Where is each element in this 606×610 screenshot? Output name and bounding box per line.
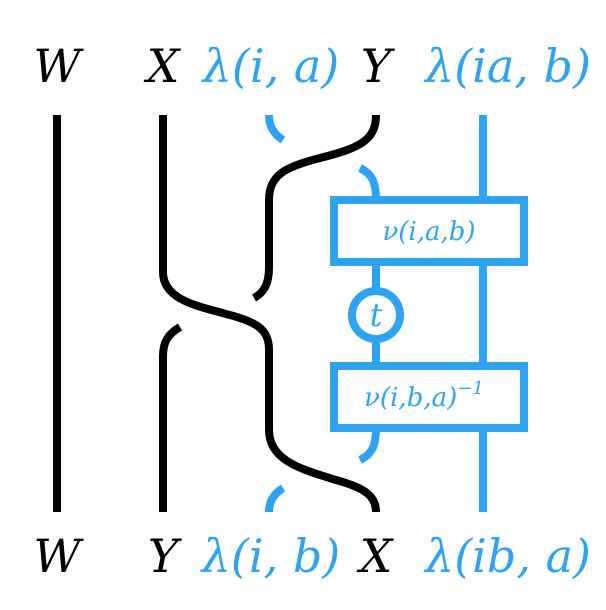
strand-y-lower — [159, 323, 183, 512]
bottom-label-y: Y — [148, 529, 183, 583]
strand-lambda-i-b-mid — [358, 427, 380, 464]
strand-lambda-i-b-bottom — [265, 484, 286, 513]
nu-upper-label: ν(i,a,b) — [382, 217, 475, 247]
strand-x — [159, 115, 380, 513]
nu-lower-exponent: −1 — [457, 378, 484, 399]
top-label-x: X — [144, 39, 182, 93]
bottom-label-w: W — [33, 529, 84, 583]
bottom-label-lambda-i-b: λ(i, b) — [200, 529, 340, 583]
strand-lambda-i-a-mid — [358, 164, 380, 201]
nu-upper-box: ν(i,a,b) — [330, 196, 528, 266]
top-label-lambda-i-a: λ(i, a) — [201, 39, 339, 93]
t-node: t — [348, 287, 404, 343]
strand-y-upper — [251, 114, 380, 302]
top-label-w: W — [33, 39, 84, 93]
nu-lower-label: ν(i,b,a) — [364, 383, 457, 413]
bottom-label-lambda-ib-a: λ(ib, a) — [423, 529, 591, 583]
bottom-label-x: X — [357, 529, 395, 583]
svg-text:ν(i,b,a)−1: ν(i,b,a)−1 — [364, 378, 484, 413]
top-label-y: Y — [361, 39, 396, 93]
t-node-label: t — [370, 296, 383, 334]
top-label-lambda-ia-b: λ(ia, b) — [423, 39, 591, 93]
nu-lower-box: ν(i,b,a)−1 — [330, 362, 528, 432]
strand-lambda-i-a-top — [265, 114, 286, 144]
